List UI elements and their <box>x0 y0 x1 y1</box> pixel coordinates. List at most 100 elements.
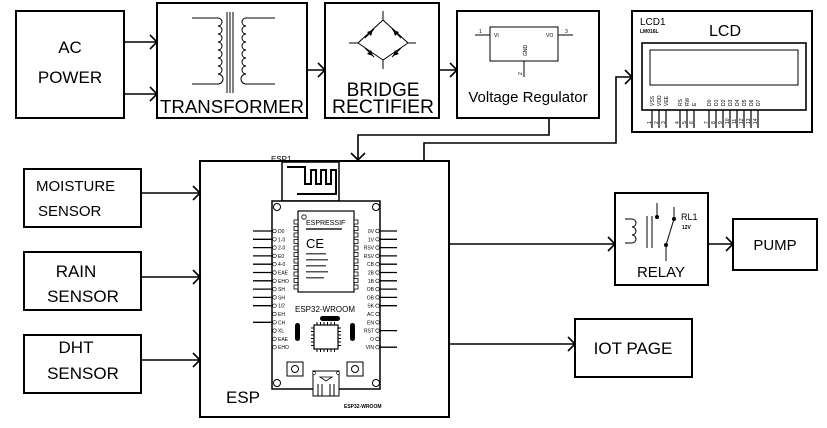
relay-ref: RL1 <box>681 212 698 222</box>
esp-left-pin-label: EAE <box>278 271 289 277</box>
esp-pin-pad <box>272 270 277 275</box>
wire-esp-to-iot-page <box>449 336 577 352</box>
lcd-pin-number: 12 <box>739 118 745 124</box>
lcd-screen <box>649 49 799 86</box>
voltage-regulator-symbol-icon: 1 VI VO 3 GND 2 <box>475 26 573 77</box>
relay-rating: 12V <box>682 225 692 231</box>
lcd-pin-number: 9 <box>718 121 724 124</box>
esp32-module-icon: ESPRESSIF CE ESP32-WROOM <box>253 161 397 410</box>
wire-regulator-to-esp <box>350 118 550 162</box>
shield-tab <box>353 219 359 225</box>
pump-label: PUMP <box>753 237 796 254</box>
lcd-pin-number: 11 <box>732 119 738 124</box>
shield-tab <box>293 252 299 257</box>
dht-sensor-block: DHT SENSOR <box>23 334 142 394</box>
esp-pin-pad <box>272 278 277 283</box>
transformer-label: TRANSFORMER <box>160 97 304 117</box>
esp-pin-pad <box>375 237 380 242</box>
lcd-pin-number: 7 <box>704 121 710 124</box>
shield-tab <box>353 245 359 251</box>
vr-pin1-number: 1 <box>479 29 482 35</box>
lcd-label: LCD <box>709 23 741 40</box>
esp-left-pin-label: 1-0 <box>278 237 285 243</box>
transformer-symbol-icon <box>192 12 275 93</box>
esp-left-pin-label: SH <box>278 287 285 293</box>
vr-pin2-number: 2 <box>518 72 524 75</box>
esp-right-pin-label: RSV <box>364 246 375 252</box>
lcd-pin-label: D1 <box>714 99 720 106</box>
wire-rain-to-esp <box>141 269 202 285</box>
voltage-regulator-block: 1 VI VO 3 GND 2 Voltage Regulator <box>456 10 600 119</box>
esp-left-pin-label: EAE <box>278 337 289 343</box>
lcd-pin-number: 3 <box>661 121 667 124</box>
esp-chip-brand: ESPRESSIF <box>306 220 345 227</box>
wire-bridge-to-regulator <box>439 62 459 78</box>
esp-pin-pad <box>375 253 380 258</box>
esp-right-pin-label: 0V <box>368 229 375 235</box>
lcd-pin-number: 4 <box>675 121 681 124</box>
lcd-pin-label: D3 <box>728 99 734 106</box>
lcd-pin-label: D2 <box>721 99 727 106</box>
wire-transformer-to-bridge <box>307 62 327 78</box>
wire-esp-to-relay <box>449 236 617 252</box>
esp-left-pin-label: EH <box>278 312 285 318</box>
shield-tab <box>353 271 359 277</box>
bridge-rectifier-label-line1: BRIDGE <box>347 80 420 101</box>
shield-tab <box>353 232 359 238</box>
esp-right-pin-label: RSV <box>364 254 375 260</box>
esp-pin-pad <box>375 278 380 283</box>
esp-pin-pad <box>375 245 380 250</box>
lcd-pin-label: D0 <box>707 99 713 106</box>
vr-pin-vi: VI <box>494 33 499 39</box>
dht-sensor-label-line1: DHT <box>59 338 94 357</box>
lcd-pin-label: VEE <box>664 95 670 106</box>
esp-pin-pad <box>272 336 277 342</box>
esp-chip-cert: CE <box>306 236 324 251</box>
esp-block: ESP ESP1 ESPRESSIF CE ESP32-WROOM <box>199 155 450 418</box>
shield-tab <box>353 252 359 257</box>
esp-pin-pad <box>272 295 277 300</box>
esp-right-pin-label: CB <box>367 262 375 268</box>
lcd-pin-number: 2 <box>654 121 660 124</box>
esp-pin-pad <box>272 345 277 350</box>
wire-ac-to-transformer <box>124 34 159 102</box>
wire-relay-to-pump <box>708 236 735 252</box>
ac-power-block: AC POWER <box>15 10 125 119</box>
esp-right-pin-label: O <box>370 337 374 343</box>
esp-footer-label: ESP32-WROOM <box>344 404 382 410</box>
lcd-pin-number: 10 <box>725 118 731 124</box>
esp-pin-pad <box>375 270 380 275</box>
esp-pin-pad <box>375 336 380 342</box>
esp-pin-pad <box>375 262 380 267</box>
relay-block: RL1 12V RELAY <box>614 192 709 286</box>
shield-tab <box>293 226 299 231</box>
arrow-head-icon <box>350 152 366 162</box>
iot-page-label: IOT PAGE <box>594 339 673 358</box>
shield-tab <box>353 278 359 283</box>
esp-left-pin-label: 4-0 <box>278 262 285 268</box>
shield-tab <box>293 232 299 238</box>
arrow-head-icon <box>192 185 202 201</box>
esp-pin-pad <box>272 287 277 292</box>
shield-tab <box>293 265 299 270</box>
shield-tab <box>293 278 299 283</box>
lcd-pin-number: 13 <box>746 118 752 124</box>
esp-pin-pad <box>375 295 380 300</box>
shield-tab <box>293 219 299 225</box>
esp-ref: ESP1 <box>271 155 292 164</box>
esp-left-pin-label: XL <box>278 329 284 335</box>
esp-pin-pad <box>375 311 380 317</box>
esp-left-pin-label: E0 <box>278 254 284 260</box>
lcd-pin-label: D5 <box>742 99 748 106</box>
esp-left-pin-label: 1/2 <box>278 304 285 310</box>
lcd-pin-number: 1 <box>647 121 653 124</box>
esp-pin-pad <box>272 237 277 242</box>
moisture-sensor-block: MOISTURE SENSOR <box>23 168 142 228</box>
shield-tab <box>353 239 359 244</box>
arrow-head-icon <box>624 69 634 85</box>
esp-right-pin-label: 2B <box>368 271 375 277</box>
lcd-pin-label: VDD <box>657 95 663 106</box>
esp-left-pin-label: D0 <box>278 229 285 235</box>
wire-moisture-to-esp <box>141 185 202 201</box>
lcd-part: LM016L <box>640 29 659 35</box>
